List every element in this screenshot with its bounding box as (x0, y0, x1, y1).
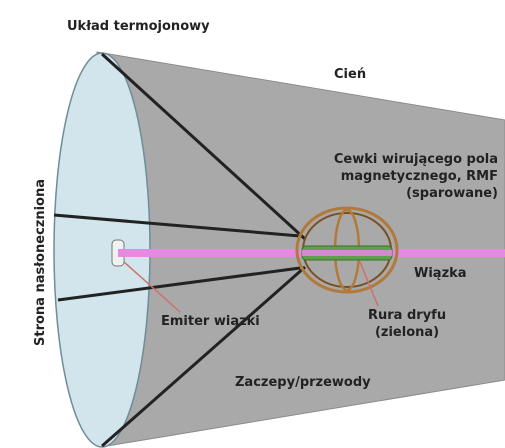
label-shadow: Cień (334, 66, 366, 83)
label-drift-tube: Rura dryfu (zielona) (368, 307, 446, 341)
label-beam: Wiązka (414, 265, 467, 282)
label-drift-tube-line1: Rura dryfu (368, 307, 446, 324)
label-rmf-coils-line3: (sparowane) (334, 185, 498, 202)
diagram-title: Układ termojonowy (67, 18, 210, 35)
label-sunlit-side: Strona nasłoneczniona (33, 179, 48, 346)
label-drift-tube-line2: (zielona) (368, 324, 446, 341)
label-rmf-coils-line2: magnetycznego, RMF (334, 168, 498, 185)
label-rmf-coils-line1: Cewki wirującego pola (334, 151, 498, 168)
beam (302, 250, 392, 256)
label-tethers: Zaczepy/przewody (235, 374, 371, 391)
label-rmf-coils: Cewki wirującego pola magnetycznego, RMF… (334, 151, 498, 202)
label-beam-emitter: Emiter wiązki (161, 313, 260, 330)
